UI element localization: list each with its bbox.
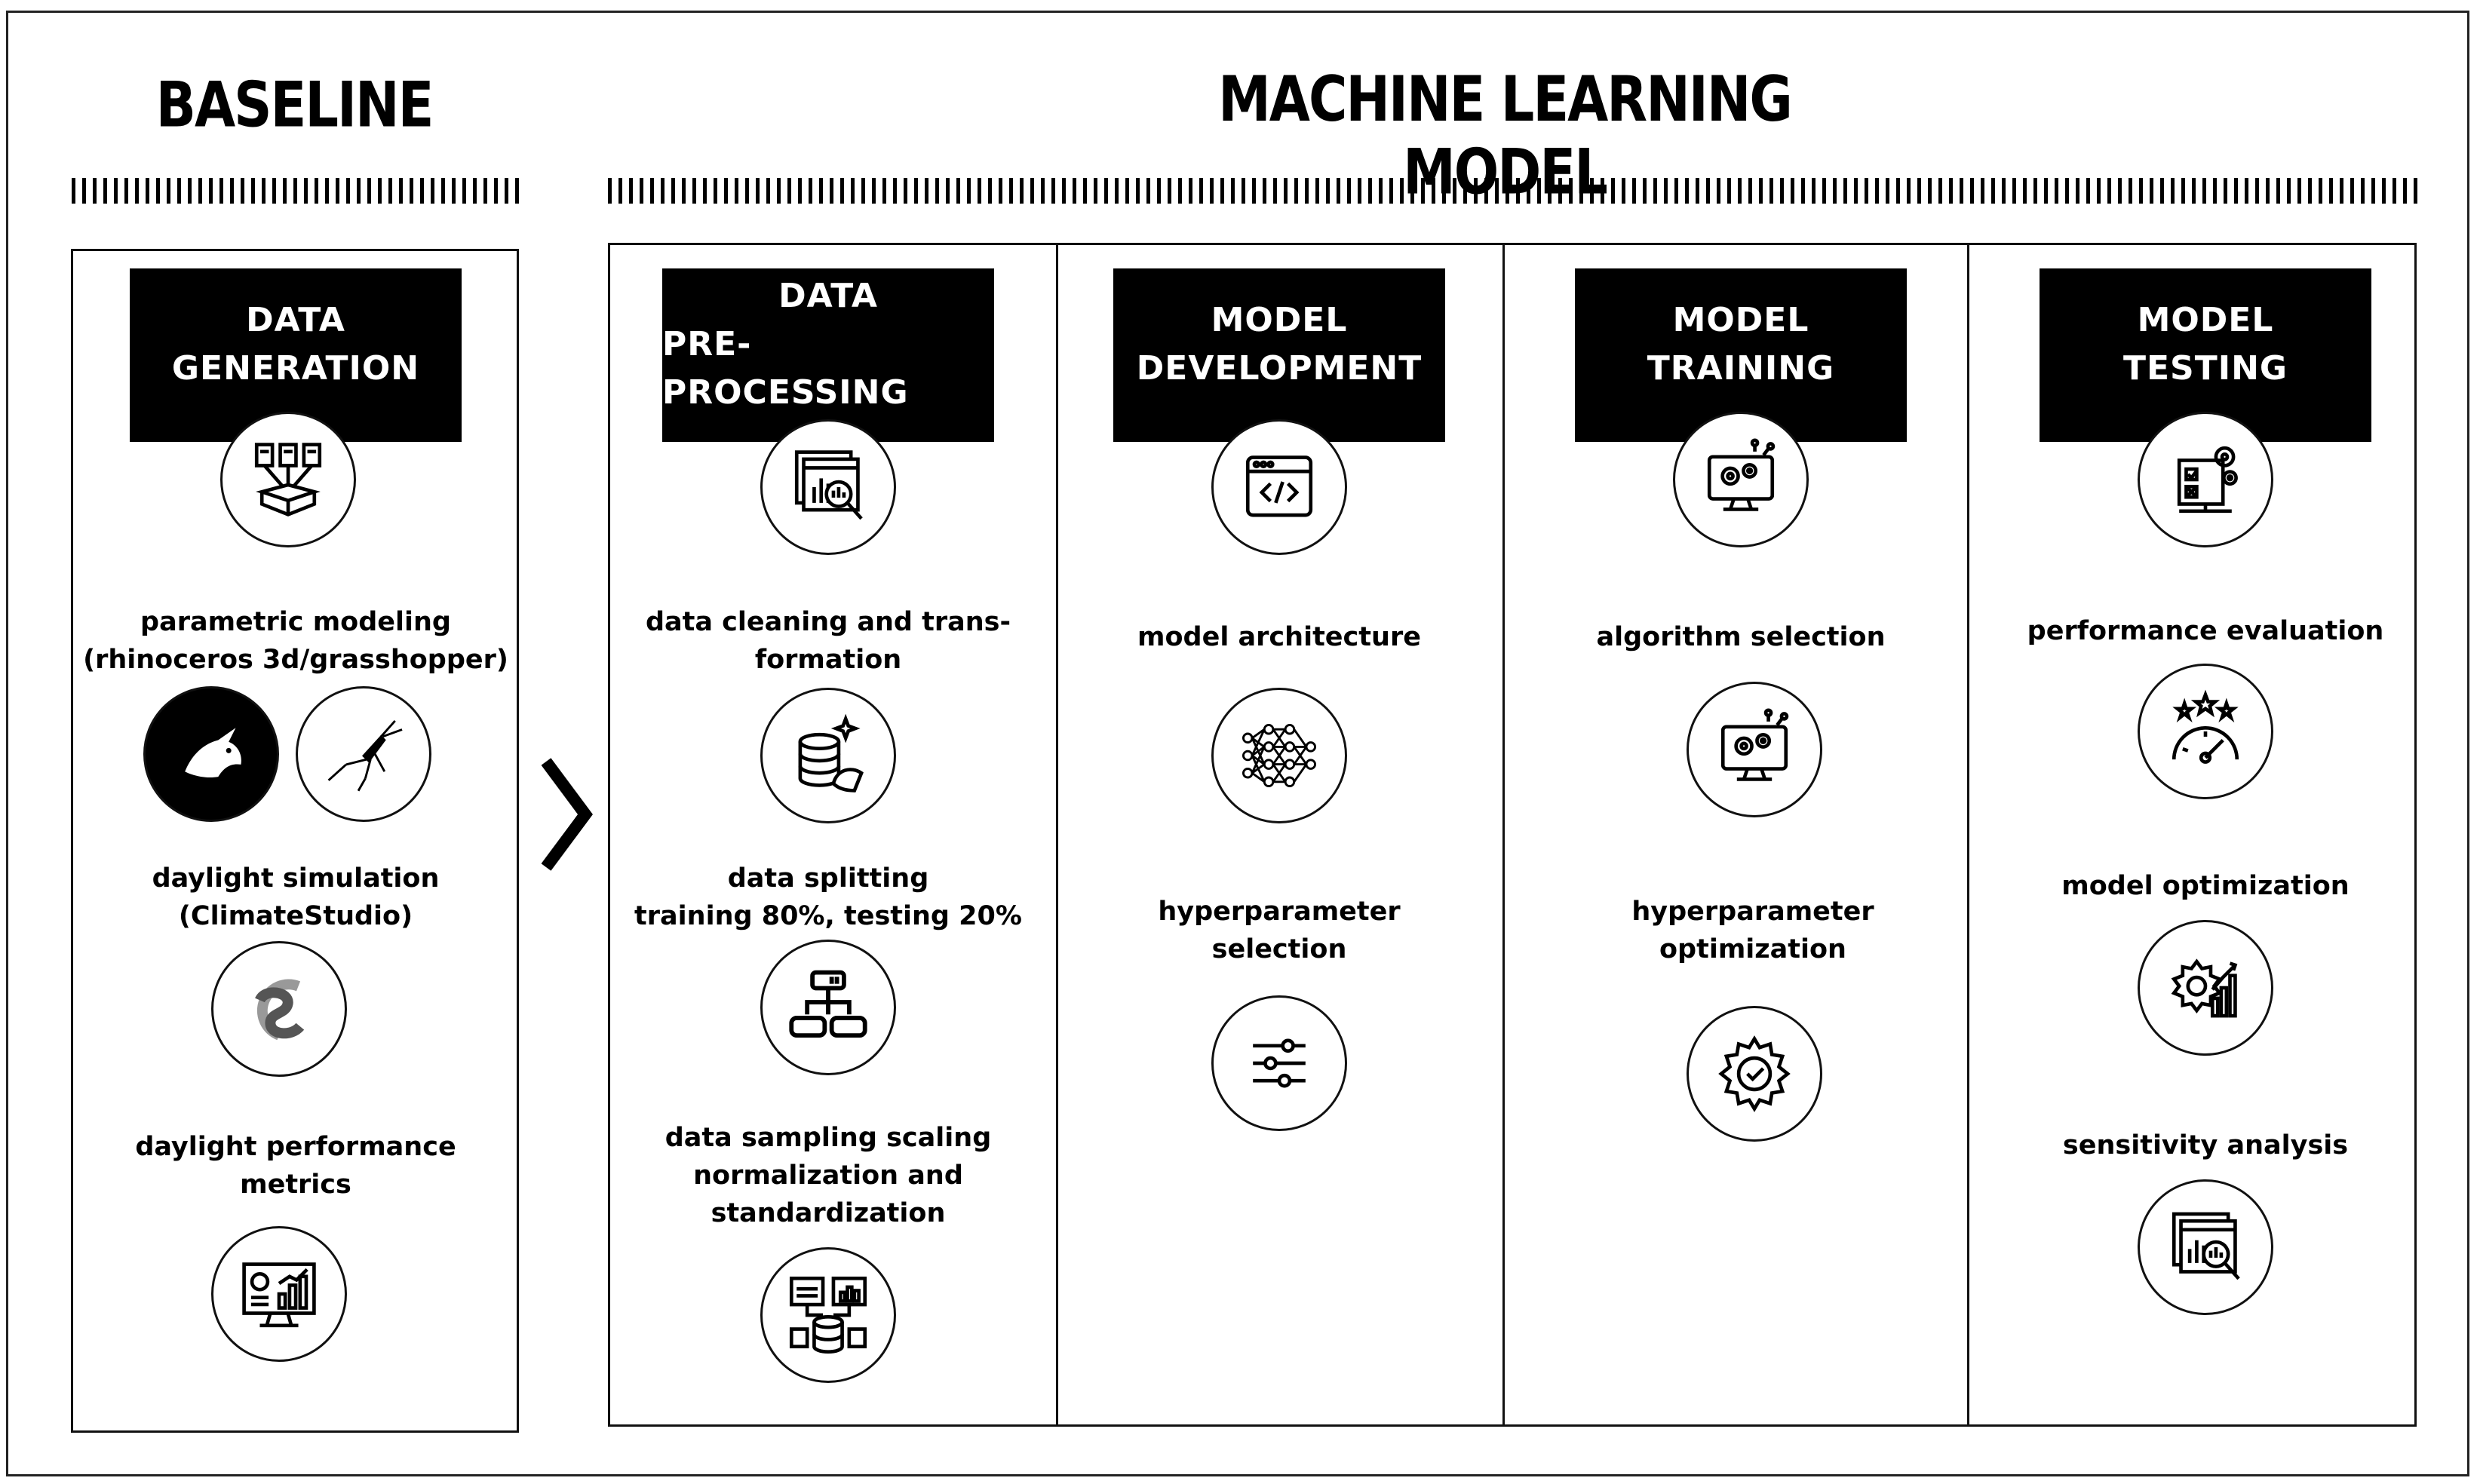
stage-line1: DATA xyxy=(246,301,345,339)
step-data-splitting: data splitting training 80%, testing 20% xyxy=(634,863,1022,931)
data-analysis-icon xyxy=(760,419,896,555)
baseline-title: BASELINE xyxy=(155,68,434,142)
stage-line2: TRAINING xyxy=(1647,349,1835,388)
gear-check-icon xyxy=(1687,1006,1822,1142)
rhinoceros-logo-icon xyxy=(143,686,279,822)
sliders-icon xyxy=(1211,995,1347,1131)
data-split-icon xyxy=(760,940,896,1075)
step-hyperparameter-selection: hyperparameter selection xyxy=(1158,897,1401,964)
ml-model-divider xyxy=(608,178,2420,204)
baseline-box xyxy=(71,249,519,1433)
code-window-icon xyxy=(1211,419,1347,555)
stage-model-development: MODEL DEVELOPMENT xyxy=(1113,268,1445,442)
climatestudio-logo-icon xyxy=(211,941,347,1077)
step-parametric-modeling: parametric modeling (rhinoceros 3d/grass… xyxy=(83,607,508,675)
data-generation-icon xyxy=(220,412,356,547)
stage-model-training: MODEL TRAINING xyxy=(1575,268,1907,442)
database-clean-icon xyxy=(760,688,896,823)
stage-data-preprocessing: DATA PRE-PROCESSING xyxy=(662,268,994,442)
stage-line1: MODEL xyxy=(1672,301,1809,339)
step-algorithm-selection: algorithm selection xyxy=(1596,622,1886,652)
stage-line2: DEVELOPMENT xyxy=(1136,349,1423,388)
step-daylight-performance-metrics: daylight performance metrics xyxy=(135,1132,456,1200)
stage-line2: PRE-PROCESSING xyxy=(662,325,909,412)
diagram-frame xyxy=(6,11,2469,1476)
monitor-gears-icon xyxy=(1673,412,1809,547)
stage-line2: TESTING xyxy=(2122,349,2288,388)
step-performance-evaluation: performance evaluation xyxy=(2027,616,2384,646)
dashboard-icon xyxy=(211,1226,347,1362)
step-model-optimization: model optimization xyxy=(2061,871,2350,901)
column-divider-2 xyxy=(1502,243,1505,1427)
step-sensitivity-analysis: sensitivity analysis xyxy=(2062,1130,2349,1161)
stage-line1: DATA xyxy=(778,277,878,315)
data-sampling-icon xyxy=(760,1247,896,1383)
step-hyperparameter-optimization: hyperparameter optimization xyxy=(1631,897,1874,964)
flow-arrow-icon xyxy=(541,758,593,871)
chart-magnifier-icon xyxy=(2138,1179,2273,1315)
column-divider-3 xyxy=(1967,243,1969,1427)
stage-line1: MODEL xyxy=(1211,301,1348,339)
step-data-cleaning: data cleaning and trans- formation xyxy=(645,607,1011,675)
gear-chart-icon xyxy=(2138,920,2273,1056)
grasshopper-logo-icon xyxy=(296,686,431,822)
stage-line2: GENERATION xyxy=(171,349,420,388)
step-daylight-simulation: daylight simulation (ClimateStudio) xyxy=(152,863,440,931)
ml-model-box xyxy=(608,243,2417,1427)
column-divider-1 xyxy=(1056,243,1058,1427)
neural-network-icon xyxy=(1211,688,1347,823)
rating-gauge-icon xyxy=(2138,664,2273,799)
monitor-gears-icon xyxy=(1687,682,1822,817)
step-data-sampling: data sampling scaling normalization and … xyxy=(665,1123,992,1228)
step-model-architecture: model architecture xyxy=(1137,622,1421,652)
baseline-divider xyxy=(72,178,521,204)
checklist-gear-icon xyxy=(2138,412,2273,547)
stage-line1: MODEL xyxy=(2137,301,2274,339)
